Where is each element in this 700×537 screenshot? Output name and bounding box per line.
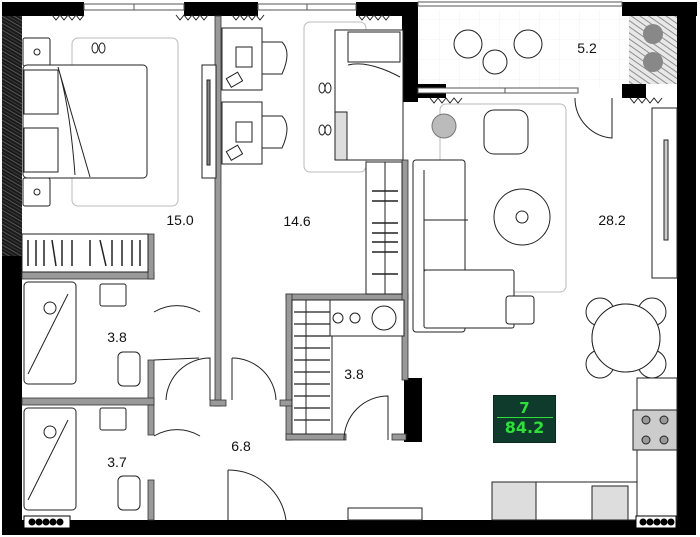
living-furniture — [347, 103, 678, 521]
bathroom-fixtures — [23, 281, 141, 511]
windows — [83, 1, 623, 94]
room-area-bathroom-1: 3.8 — [107, 329, 127, 345]
laundry-fixtures — [291, 299, 405, 435]
room-count: 7 — [496, 401, 553, 418]
bedroom-1-furniture — [22, 37, 217, 207]
room-area-bathroom-2: 3.7 — [107, 454, 127, 470]
doors — [153, 97, 613, 521]
room-area-bedroom-1: 15.0 — [166, 212, 194, 228]
radiators — [51, 14, 663, 104]
room-area-bedroom-2: 14.6 — [283, 213, 311, 229]
room-area-laundry: 3.8 — [344, 366, 364, 382]
bedroom-2-furniture — [221, 21, 404, 295]
wardrobe-1 — [21, 233, 149, 273]
balcony-furniture — [453, 29, 543, 75]
vent-grilles — [23, 515, 677, 529]
total-area: 84.2 — [504, 418, 545, 437]
room-area-hallway: 6.8 — [231, 438, 251, 454]
room-area-living-kitchen: 28.2 — [598, 212, 626, 228]
room-area-balcony: 5.2 — [577, 40, 597, 56]
summary-badge: 7 84.2 — [493, 395, 556, 443]
wardrobe-hangers — [372, 190, 398, 275]
